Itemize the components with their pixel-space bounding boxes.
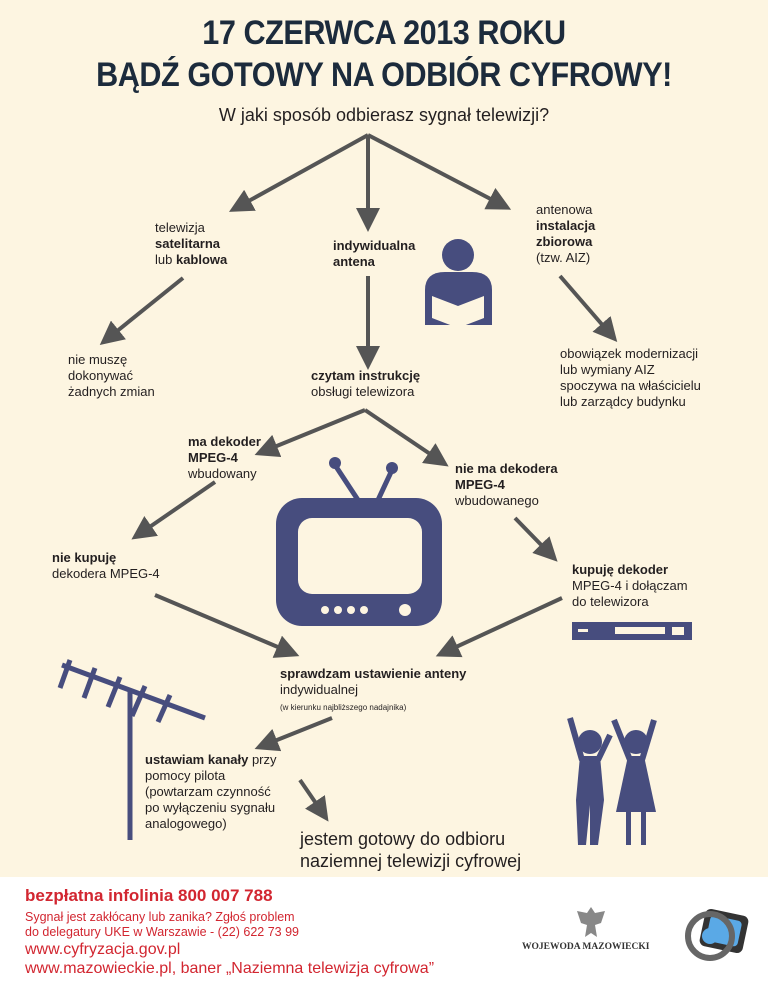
hotline: bezpłatna infolinia 800 007 788 [25, 886, 273, 905]
happy-people-icon [567, 717, 657, 845]
arrow [513, 516, 558, 562]
eagle-emblem-icon [577, 907, 605, 937]
antenna-icon [57, 659, 206, 840]
arrow [435, 596, 563, 658]
arrow [254, 408, 366, 458]
poster: 17 CZERWCA 2013 ROKU BĄDŹ GOTOWY NA ODBI… [0, 0, 768, 877]
arrow [363, 408, 449, 467]
link-cyfryzacja[interactable]: www.cyfryzacja.gov.pl [25, 941, 181, 958]
question: W jaki sposób odbierasz sygnał telewizji… [218, 105, 550, 125]
arrow [228, 133, 369, 212]
arrow [99, 276, 185, 346]
link-mazowieckie[interactable]: www.mazowieckie.pl, baner „Naziemna tele… [25, 960, 435, 977]
arrow [558, 274, 618, 343]
arrow [154, 593, 300, 658]
problem-line-1: Sygnał jest zakłócany lub zanika? Zgłoś … [25, 910, 295, 924]
arrow [367, 133, 512, 210]
television-icon [276, 457, 442, 626]
voivode-label: WOJEWODA MAZOWIECKI [522, 942, 650, 952]
decoder-icon [572, 622, 692, 640]
problem-line-2: do delegatury UKE w Warszawie - (22) 622… [25, 925, 299, 939]
person-reading-icon [425, 239, 492, 328]
title-line-2: BĄDŹ GOTOWY NA ODBIÓR CYFROWY! [96, 56, 672, 94]
digital-tv-logo [685, 908, 749, 961]
arrow [254, 716, 333, 752]
arrow [298, 778, 329, 822]
arrow [131, 480, 217, 540]
title-line-1: 17 CZERWCA 2013 ROKU [202, 14, 566, 52]
flow-arrows [57, 133, 692, 845]
